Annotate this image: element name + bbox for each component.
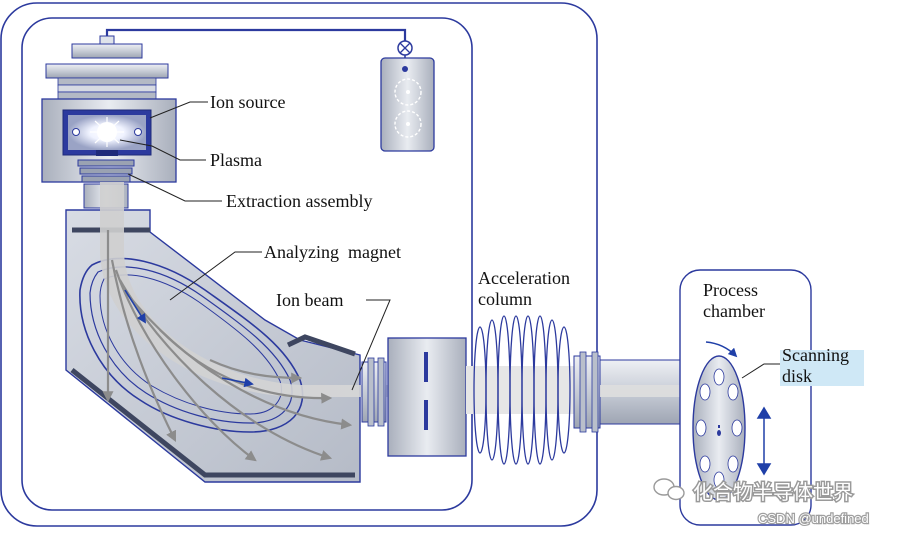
label-ion-source: Ion source xyxy=(210,92,285,112)
label-process-chamber-line2: chamber xyxy=(703,301,765,321)
scan-direction-arrow xyxy=(756,406,772,476)
label-scanning-disk-line1: Scanning xyxy=(782,345,849,365)
label-plasma: Plasma xyxy=(210,150,262,170)
label-scanning-disk-line2: disk xyxy=(782,366,812,386)
label-extraction-assembly: Extraction assembly xyxy=(226,191,372,211)
analyzing-magnet xyxy=(65,209,361,483)
scanning-disk xyxy=(692,355,746,501)
beamline-flanges xyxy=(361,357,387,427)
wechat-watermark: 化合物半导体世界 CSDN @undefined xyxy=(653,478,870,527)
leader-lines xyxy=(119,101,780,391)
label-acceleration-column-line2: column xyxy=(478,289,532,309)
resolving-aperture-box xyxy=(387,337,467,457)
disk-rotation-arrow xyxy=(705,341,738,358)
post-acceleration-beamline xyxy=(573,351,690,433)
watermark-channel-name: 化合物半导体世界 xyxy=(693,480,853,504)
label-analyzing-magnet: Analyzing magnet xyxy=(264,242,401,262)
label-process-chamber-line1: Process xyxy=(703,280,758,300)
wechat-logo-icon xyxy=(653,478,685,501)
gas-supply-line xyxy=(99,28,413,64)
watermark-credit: CSDN @undefined xyxy=(758,511,869,526)
plasma-glow-icon xyxy=(90,117,124,147)
scanning-disk-label-highlight xyxy=(780,350,864,386)
acceleration-column xyxy=(466,315,576,465)
ion-source-flange xyxy=(45,43,169,100)
gas-bottle-cabinet xyxy=(380,57,435,152)
label-ion-beam: Ion beam xyxy=(276,290,343,310)
label-acceleration-column-line1: Acceleration xyxy=(478,268,570,288)
